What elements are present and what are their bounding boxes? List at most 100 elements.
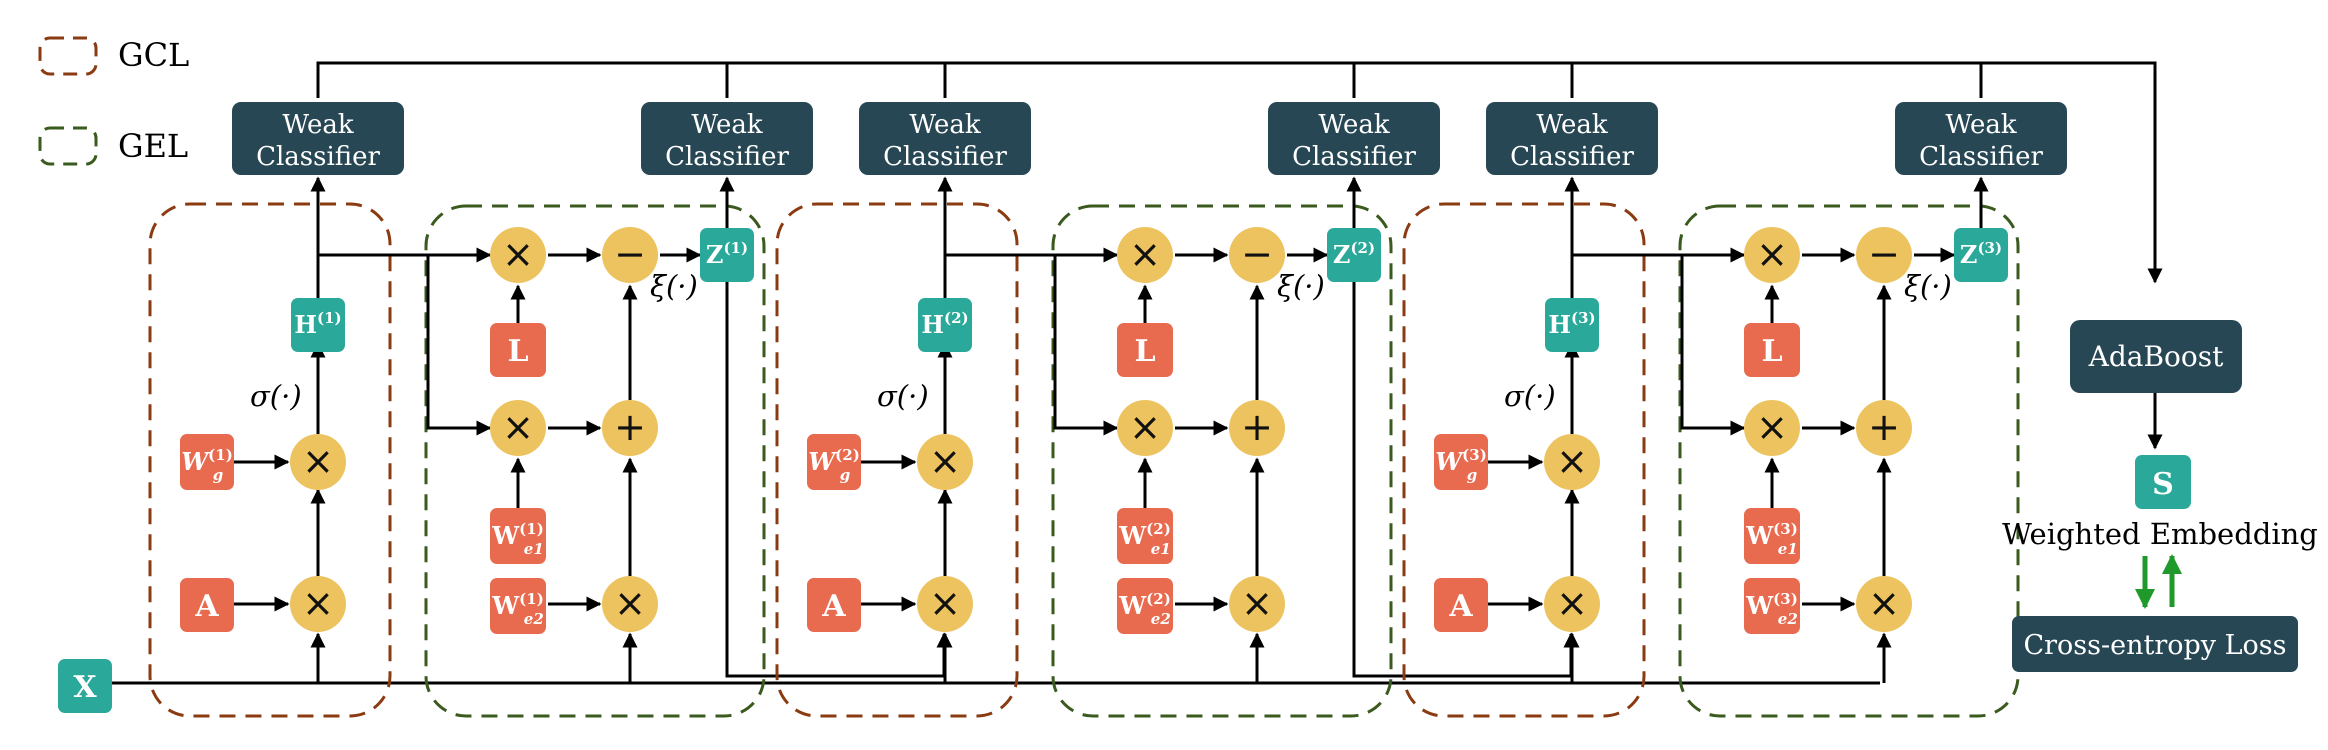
svg-text:Weak: Weak xyxy=(1945,110,2016,140)
svg-text:×: × xyxy=(929,581,961,625)
embedding-z-node-1: Z(1) xyxy=(700,228,754,282)
xi-label-2: ξ(·) xyxy=(1277,269,1325,303)
minus-op-1: − xyxy=(602,227,658,283)
legend: GCL GEL xyxy=(38,36,189,166)
svg-text:H(1): H(1) xyxy=(294,309,341,339)
svg-text:×: × xyxy=(1129,232,1161,276)
plus-op-2: + xyxy=(1229,400,1285,456)
xi-label-3: ξ(·) xyxy=(1904,269,1952,303)
svg-text:×: × xyxy=(502,232,534,276)
multiply-op-l-1: × xyxy=(490,227,546,283)
gel-container-3 xyxy=(1678,204,2020,718)
weight-we2-node-2: W(2)e2 xyxy=(1117,578,1173,634)
svg-text:−: − xyxy=(614,232,646,276)
input-x-node: X xyxy=(58,659,112,713)
svg-text:Z(3): Z(3) xyxy=(1960,239,2002,269)
svg-text:L: L xyxy=(1134,334,1155,369)
multiply-op-we1-2: × xyxy=(1117,400,1173,456)
hidden-h-node-2: H(2) xyxy=(918,298,972,352)
svg-text:×: × xyxy=(1556,581,1588,625)
svg-text:H(2): H(2) xyxy=(921,309,968,339)
multiply-op-wg-3: × xyxy=(1544,434,1600,490)
svg-text:W(2)e2: W(2)e2 xyxy=(1118,590,1171,628)
svg-text:Z(1): Z(1) xyxy=(706,239,748,269)
multiply-op-a-1: × xyxy=(290,576,346,632)
svg-text:−: − xyxy=(1241,232,1273,276)
multiply-op-we2-2: × xyxy=(1229,576,1285,632)
svg-text:×: × xyxy=(614,581,646,625)
svg-text:×: × xyxy=(1868,581,1900,625)
svg-text:+: + xyxy=(614,405,646,449)
svg-text:×: × xyxy=(1556,439,1588,483)
sigma-label-2: σ(·) xyxy=(877,379,929,413)
weight-we1-node-2: W(2)e1 xyxy=(1117,508,1173,564)
weight-we1-node-3: W(3)e1 xyxy=(1744,508,1800,564)
svg-text:W(3)e1: W(3)e1 xyxy=(1745,520,1798,558)
svg-text:×: × xyxy=(1241,581,1273,625)
minus-op-2: − xyxy=(1229,227,1285,283)
laplacian-l-node-3: L xyxy=(1744,323,1800,377)
weighted-embedding-caption: Weighted Embedding xyxy=(2002,517,2318,551)
cross-entropy-loss-node: Cross-entropy Loss xyxy=(2012,616,2298,672)
legend-gel-label: GEL xyxy=(118,127,188,165)
svg-text:−: − xyxy=(1868,232,1900,276)
plus-op-3: + xyxy=(1856,400,1912,456)
svg-text:×: × xyxy=(929,439,961,483)
laplacian-l-node-1: L xyxy=(490,323,546,377)
svg-text:S: S xyxy=(2152,467,2174,502)
block-3: WeakClassifierWeakClassifierAW(3)gH(3)LW… xyxy=(1402,63,2067,718)
weight-we1-node-1: W(1)e1 xyxy=(490,508,546,564)
svg-text:×: × xyxy=(502,405,534,449)
gcl-container-2 xyxy=(775,202,1019,718)
svg-text:+: + xyxy=(1868,405,1900,449)
adjacency-a-node-1: A xyxy=(180,578,234,632)
embedding-z-node-3: Z(3) xyxy=(1954,228,2008,282)
svg-text:Classifier: Classifier xyxy=(665,142,789,172)
svg-text:X: X xyxy=(73,670,97,705)
svg-text:×: × xyxy=(302,439,334,483)
multiply-op-we1-3: × xyxy=(1744,400,1800,456)
plus-op-1: + xyxy=(602,400,658,456)
svg-text:A: A xyxy=(194,589,219,624)
multiply-op-a-2: × xyxy=(917,576,973,632)
multiply-op-wg-1: × xyxy=(290,434,346,490)
svg-text:A: A xyxy=(1448,589,1473,624)
gcl-container-3 xyxy=(1402,202,1646,718)
svg-text:W(3)g: W(3)g xyxy=(1435,446,1487,484)
svg-text:H(3): H(3) xyxy=(1548,309,1595,339)
sigma-label-1: σ(·) xyxy=(250,379,302,413)
loss-gradient-arrows xyxy=(2135,554,2182,609)
legend-gcl-swatch xyxy=(38,36,98,76)
svg-text:Weak: Weak xyxy=(909,110,980,140)
svg-text:Cross-entropy Loss: Cross-entropy Loss xyxy=(2023,630,2286,661)
svg-text:×: × xyxy=(1129,405,1161,449)
weight-wg-node-2: W(2)g xyxy=(807,434,861,490)
svg-text:Classifier: Classifier xyxy=(883,142,1007,172)
block-2: WeakClassifierWeakClassifierAW(2)gH(2)LW… xyxy=(775,63,1579,718)
multiply-op-we2-3: × xyxy=(1856,576,1912,632)
svg-text:W(1)e2: W(1)e2 xyxy=(491,590,544,628)
multiply-op-l-3: × xyxy=(1744,227,1800,283)
svg-text:W(1)g: W(1)g xyxy=(181,446,233,484)
multiply-op-wg-2: × xyxy=(917,434,973,490)
multiply-op-we1-1: × xyxy=(490,400,546,456)
svg-text:Classifier: Classifier xyxy=(256,142,380,172)
weight-wg-node-3: W(3)g xyxy=(1434,434,1488,490)
xi-label-1: ξ(·) xyxy=(650,269,698,303)
weight-we2-node-1: W(1)e2 xyxy=(490,578,546,634)
weight-we2-node-3: W(3)e2 xyxy=(1744,578,1800,634)
svg-text:L: L xyxy=(507,334,528,369)
svg-text:Weak: Weak xyxy=(1318,110,1389,140)
multiply-op-we2-1: × xyxy=(602,576,658,632)
gel-container-1 xyxy=(424,204,766,718)
multiply-op-a-3: × xyxy=(1544,576,1600,632)
legend-gel-swatch xyxy=(38,126,98,166)
svg-text:×: × xyxy=(1756,405,1788,449)
svg-text:Classifier: Classifier xyxy=(1510,142,1634,172)
multiply-op-l-2: × xyxy=(1117,227,1173,283)
